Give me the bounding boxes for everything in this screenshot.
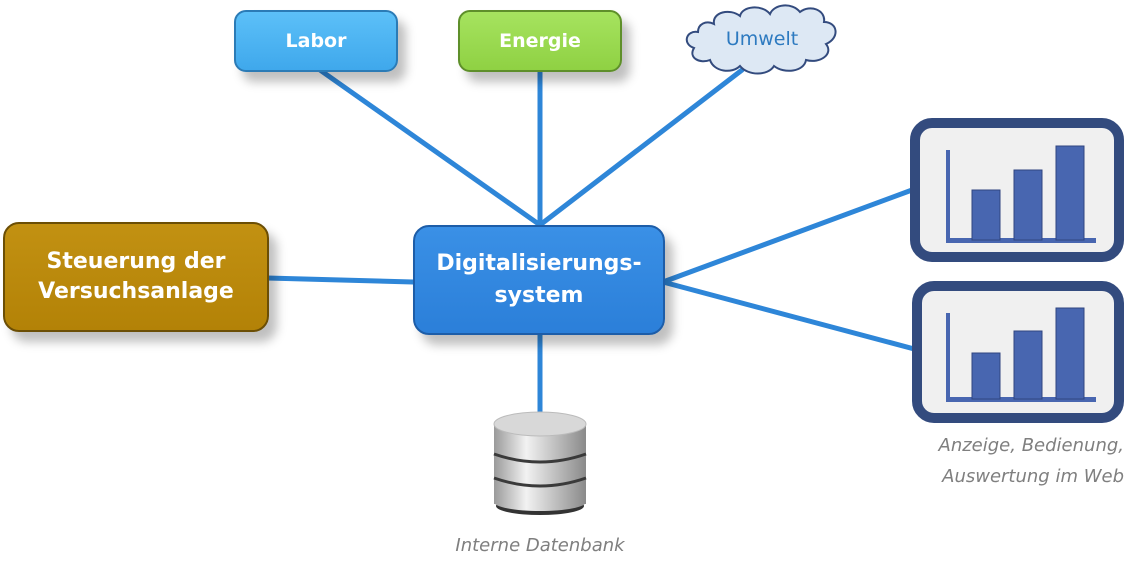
web-caption-line1: Anzeige, Bedienung, — [938, 435, 1124, 456]
bar-chart-icon — [946, 307, 1096, 402]
energie-node: Energie — [458, 10, 622, 72]
bar-chart-icon — [946, 145, 1096, 243]
central-label-line2: system — [494, 283, 584, 308]
icon-bar — [1013, 330, 1043, 400]
steuerung-label-line1: Steuerung der — [46, 249, 226, 274]
umwelt-cloud-node: Umwelt — [678, 2, 846, 78]
energie-label: Energie — [499, 30, 581, 52]
steuerung-node: Steuerung der Versuchsanlage — [3, 222, 269, 332]
database-caption: Interne Datenbank — [455, 535, 625, 556]
steuerung-label-line2: Versuchsanlage — [38, 279, 234, 304]
connector-labor — [317, 67, 543, 228]
icon-bar — [971, 189, 1001, 241]
connector-steuerung — [264, 275, 416, 285]
labor-label: Labor — [285, 30, 347, 52]
connector-web-2 — [660, 279, 921, 353]
database-icon — [493, 411, 587, 515]
umwelt-label: Umwelt — [725, 28, 799, 50]
central-label-line1: Digitalisierungs- — [436, 251, 642, 276]
icon-bar — [1013, 169, 1043, 241]
web-caption-line2: Auswertung im Web — [942, 466, 1124, 487]
digitalisierungssystem-node: Digitalisierungs- system — [413, 225, 665, 335]
cloud-icon — [685, 4, 837, 75]
icon-bar — [1055, 307, 1085, 400]
labor-node: Labor — [234, 10, 398, 72]
web-chart-panel-2 — [912, 281, 1124, 423]
connector-umwelt — [537, 67, 745, 228]
web-chart-panel-1 — [910, 118, 1124, 262]
connector-web-1 — [660, 187, 915, 285]
icon-bar — [1055, 145, 1085, 241]
icon-bar — [971, 352, 1001, 400]
